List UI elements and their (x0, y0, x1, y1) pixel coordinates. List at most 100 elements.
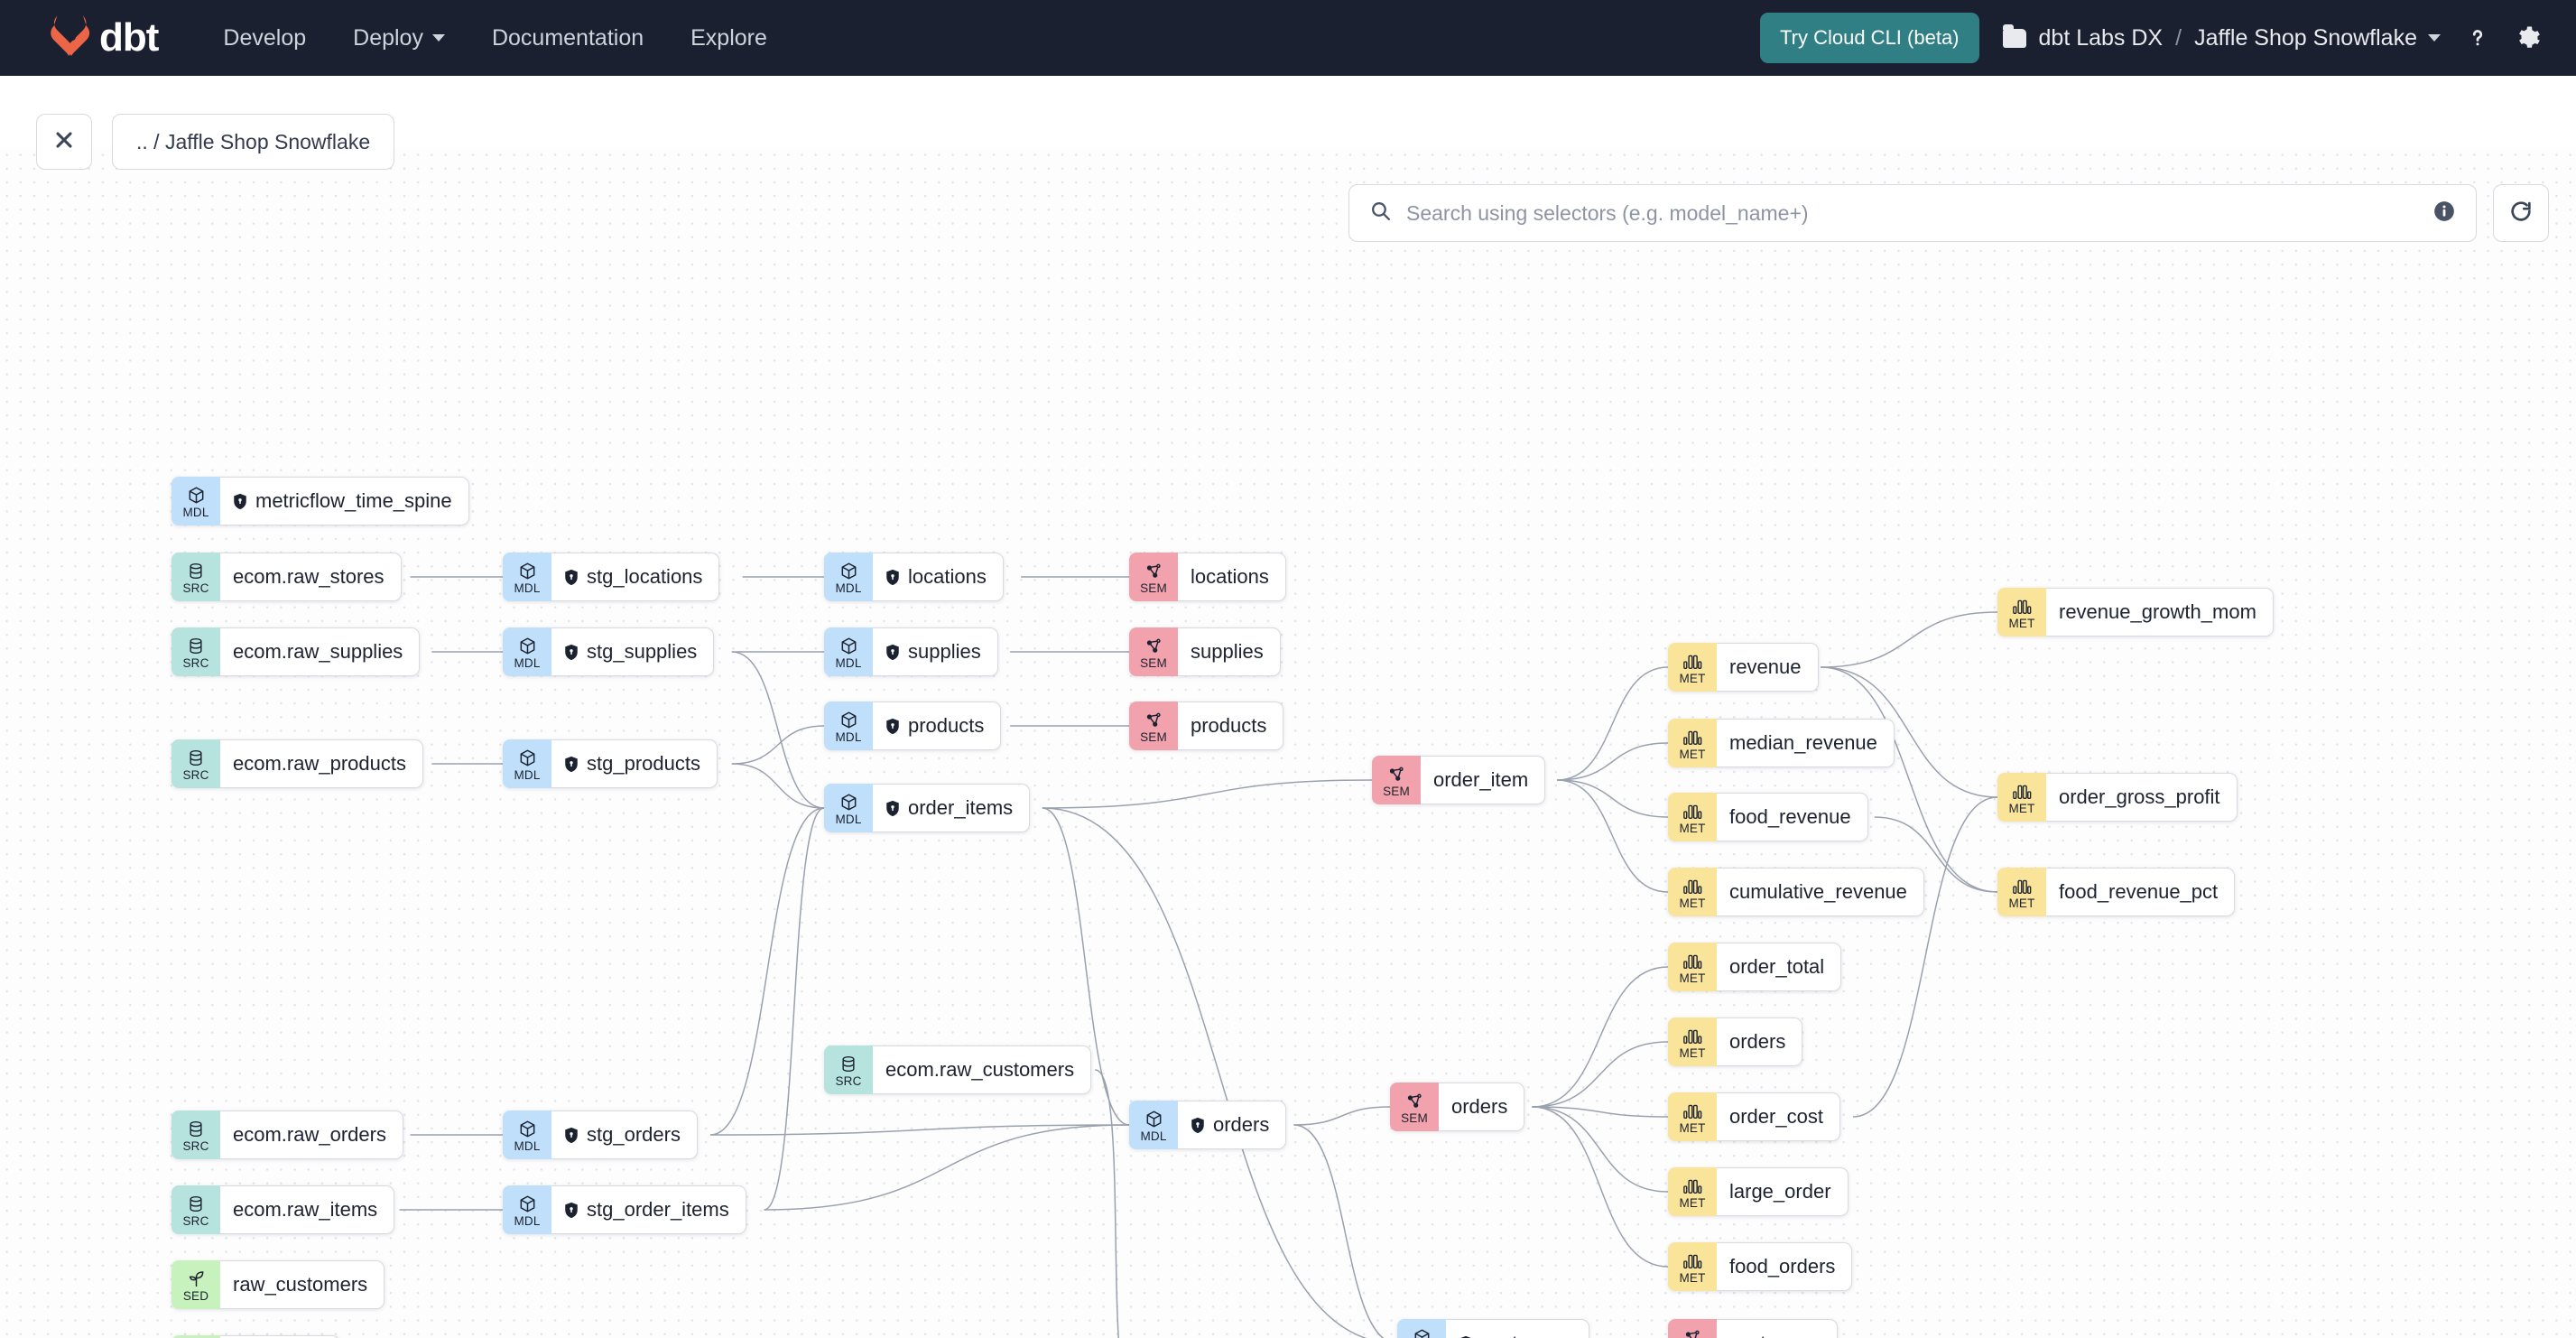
protected-icon (564, 756, 579, 773)
node-type-label: SRC (182, 767, 209, 782)
dbt-logo[interactable]: dbt (47, 14, 159, 61)
node-type-badge-mdl: MDL (171, 477, 220, 525)
node-body: order_cost (1717, 1092, 1840, 1141)
node-type-badge-sem: SEM (1390, 1082, 1439, 1131)
node-body: ecom.raw_products (220, 739, 423, 788)
node-label: orders (1213, 1113, 1270, 1136)
project-name: Jaffle Shop Snowflake (2194, 24, 2417, 51)
node-type-label: SED (182, 1288, 209, 1303)
graph-node-customers-mdl[interactable]: MDLcustomers (1397, 1319, 1590, 1338)
node-type-label: MET (1679, 971, 1706, 985)
node-label: supplies (908, 640, 981, 663)
node-body: food_orders (1717, 1242, 1853, 1291)
node-type-badge-mdl: MDL (1129, 1101, 1178, 1149)
breadcrumb-chip[interactable]: .. / Jaffle Shop Snowflake (112, 114, 395, 170)
folder-icon (2002, 23, 2026, 48)
lineage-edge (731, 651, 825, 809)
info-circle-icon[interactable] (2432, 200, 2456, 228)
lineage-edge (1293, 1106, 1391, 1126)
node-type-label: SRC (182, 655, 209, 670)
account-name[interactable]: dbt Labs DX (2038, 24, 2164, 51)
model-cube-icon (518, 1194, 537, 1214)
node-body: order_items (873, 784, 1031, 832)
project-selector[interactable]: Jaffle Shop Snowflake (2194, 25, 2441, 51)
source-database-icon (187, 636, 205, 656)
gear-icon[interactable] (2515, 24, 2542, 51)
node-type-badge-src: SRC (171, 627, 220, 676)
node-label: stg_order_items (587, 1198, 729, 1221)
node-type-label: SRC (182, 1138, 209, 1153)
help-icon[interactable] (2464, 24, 2491, 51)
breadcrumb-separator: / (2175, 24, 2182, 51)
graph-node-ecom-raw-orders[interactable]: SRC ecom.raw_orders (171, 1110, 403, 1159)
nav-link-explore[interactable]: Explore (667, 25, 791, 51)
nav-link-develop-label: Develop (223, 24, 307, 51)
lineage-edge (1556, 779, 1669, 893)
node-type-label: SEM (1383, 784, 1410, 798)
nav-link-develop[interactable]: Develop (199, 25, 329, 51)
search-input[interactable] (1406, 200, 2418, 226)
node-type-badge-mdl: MDL (503, 627, 551, 676)
nav-link-documentation[interactable]: Documentation (468, 25, 667, 51)
search-bar[interactable] (1348, 184, 2477, 242)
node-label: stg_products (587, 752, 700, 775)
graph-node-sem-order-item[interactable]: SEM order_item (1372, 756, 1546, 804)
graph-node-ecom-raw-products[interactable]: SRC ecom.raw_products (171, 739, 423, 788)
graph-node-sem-customers[interactable]: SEMcustomers (1668, 1319, 1839, 1338)
node-body: stg_supplies (551, 627, 715, 676)
metric-bars-icon (1682, 802, 1702, 822)
source-database-icon (187, 1120, 205, 1139)
chevron-down-icon (431, 34, 445, 42)
node-type-label: MET (1679, 1045, 1706, 1060)
protected-icon (564, 1127, 579, 1144)
node-type-label: SEM (1140, 581, 1167, 595)
graph-toolbar: .. / Jaffle Shop Snowflake (0, 76, 2576, 242)
node-body: ecom.raw_orders (220, 1110, 403, 1159)
nav-link-deploy[interactable]: Deploy (329, 25, 468, 51)
node-body: ecom.raw_items (220, 1185, 395, 1234)
nav-link-deploy-label: Deploy (353, 24, 423, 51)
refresh-button[interactable] (2493, 184, 2549, 242)
node-type-label: MDL (835, 655, 862, 670)
lineage-edge (709, 1124, 1130, 1136)
node-label: order_item (1433, 768, 1529, 791)
graph-node-orders-mdl[interactable]: MDL orders (1129, 1101, 1287, 1149)
protected-icon (1191, 1117, 1205, 1134)
close-button[interactable] (36, 114, 92, 170)
graph-node-supplies[interactable]: MDL supplies (824, 627, 998, 676)
node-label: locations (908, 565, 987, 588)
try-cloud-cli-button[interactable]: Try Cloud CLI (beta) (1760, 13, 1979, 63)
node-body: locations (873, 553, 1004, 601)
